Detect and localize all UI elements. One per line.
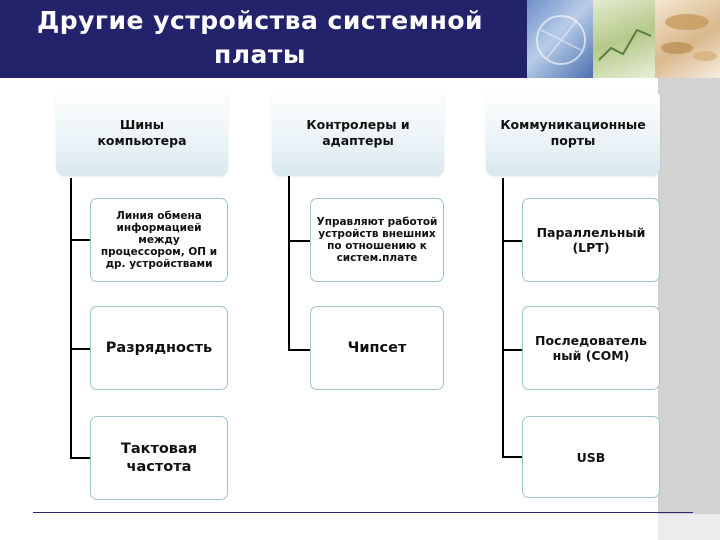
item-label: Управляют работой устройств внешних по о…: [316, 216, 438, 264]
item-bus-width: Разрядность: [90, 306, 228, 390]
item-controller-role: Управляют работой устройств внешних по о…: [310, 198, 444, 282]
connector-col3-trunk: [502, 178, 504, 457]
connector-col3-branch3: [502, 456, 522, 458]
bottom-divider: [33, 512, 693, 513]
connector-col2-branch1: [288, 240, 310, 242]
header-box-ports: Коммуникационные порты: [486, 90, 660, 176]
slide-title-line2: платы: [213, 40, 307, 69]
connector-col3-branch1: [502, 240, 522, 242]
item-label: Тактовая частота: [120, 441, 198, 475]
header-box-controllers: Контролеры и адаптеры: [272, 90, 444, 176]
item-usb-port: USB: [522, 416, 660, 498]
chart-photo: [593, 0, 655, 78]
item-label: USB: [576, 449, 606, 465]
right-decor-band: [658, 78, 720, 540]
connector-col1-branch1: [70, 239, 90, 241]
collage-decor: [536, 14, 717, 65]
header-box-label: Контролеры и адаптеры: [306, 117, 410, 148]
connector-col1-trunk: [70, 178, 72, 458]
item-label: Последователь ный (COM): [535, 333, 647, 363]
header-box-buses: Шины компьютера: [56, 90, 228, 176]
connector-col1-branch2: [70, 348, 90, 350]
item-clock-frequency: Тактовая частота: [90, 416, 228, 500]
slide-title: Другие устройства системной платы: [0, 4, 520, 72]
item-chipset: Чипсет: [310, 306, 444, 390]
title-bar: Другие устройства системной платы: [0, 0, 720, 78]
item-label: Параллельный (LPT): [536, 225, 646, 255]
item-bus-definition: Линия обмена информацией между процессор…: [90, 198, 228, 282]
header-box-label: Шины компьютера: [97, 117, 187, 148]
connector-col2-branch2: [288, 349, 310, 351]
item-label: Чипсет: [347, 340, 407, 356]
item-label: Разрядность: [105, 340, 213, 356]
item-parallel-port: Параллельный (LPT): [522, 198, 660, 282]
connector-col1-branch3: [70, 457, 90, 459]
coins-photo: [655, 0, 720, 78]
header-photo-collage: [527, 0, 720, 78]
slide-title-line1: Другие устройства системной: [36, 6, 484, 35]
header-box-label: Коммуникационные порты: [500, 117, 646, 148]
item-serial-port: Последователь ный (COM): [522, 306, 660, 390]
connector-col3-branch2: [502, 349, 522, 351]
connector-col2-trunk: [288, 176, 290, 350]
item-label: Линия обмена информацией между процессор…: [100, 210, 218, 270]
